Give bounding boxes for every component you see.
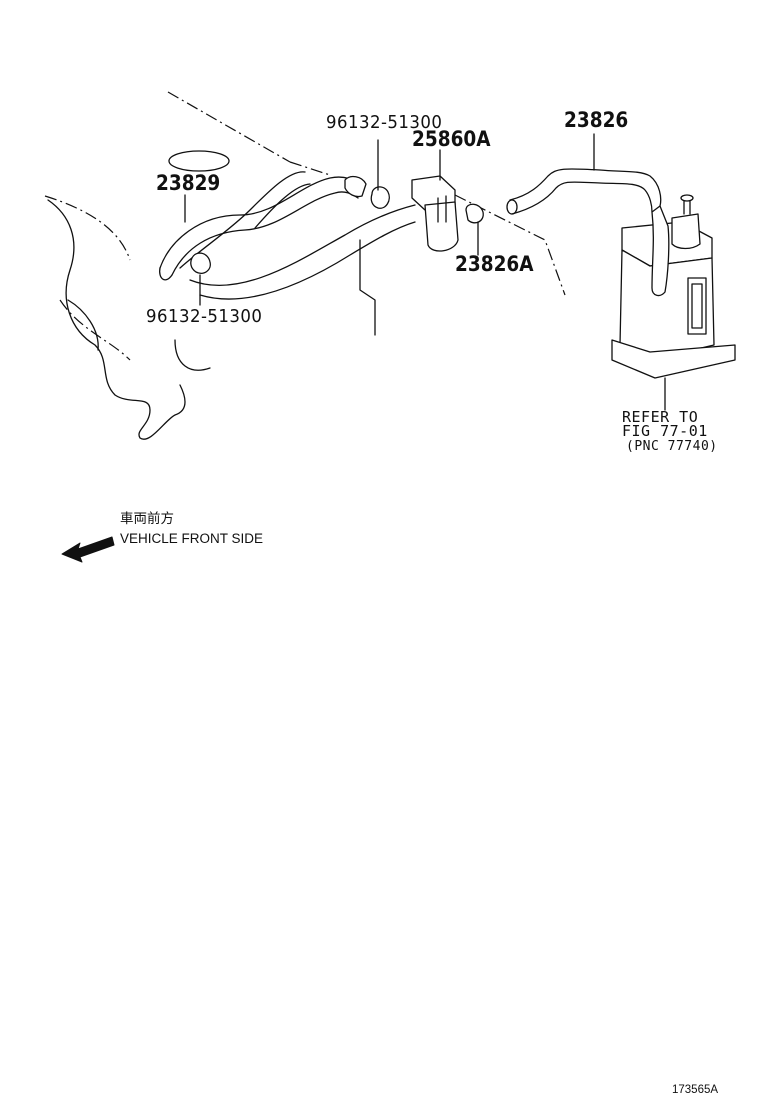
clamp-upper-shape [370,186,390,209]
engine-outline-lower [59,299,131,361]
label-hose-23826: 23826 [564,108,629,132]
canister-valve-cap [680,194,694,202]
valve-clamp [465,203,484,224]
hose-to-valve-lower [199,221,416,300]
canister-valve [671,213,701,250]
hose-23826-top [509,168,662,207]
engine-block-inner [67,299,99,351]
label-hose-23829: 23829 [156,171,221,195]
hose-23829-end [159,267,173,281]
reference-line-3: (PNC 77740) [626,439,718,454]
label-valve-25860A: 25860A [412,127,491,151]
canister-port-hose [651,205,670,297]
direction-english: VEHICLE FRONT SIDE [120,531,264,546]
label-clamp-lower: 96132-51300 [146,306,263,327]
arrow-left-icon [61,536,115,563]
hose-loop-a [179,171,306,269]
direction-japanese: 車両前方 [120,511,174,526]
hose-23829-inner [171,191,359,276]
hose-23826-bottom [511,181,653,215]
body-edge-right [454,194,566,296]
valve-body [424,201,459,252]
clamp-lower-shape [190,252,211,274]
canister-window [687,277,707,335]
hose-stub [344,175,367,198]
ring-top [168,150,230,172]
hose-loop-b [254,183,311,229]
valve-nozzle [437,195,447,223]
reference-line-1: REFER TO [622,408,699,426]
body-outline [289,161,331,176]
hose-23826-end [506,199,518,215]
canister-window-inner [691,283,703,329]
engine-block [47,199,186,440]
reference-line-2: FIG 77-01 [622,422,708,440]
figure-id: 173565A [672,1084,719,1096]
hose-to-valve [189,204,416,286]
label-hose-23826A: 23826A [455,252,534,276]
canister-base [611,339,736,379]
engine-outline [167,91,291,163]
label-clamp-upper: 96132-51300 [326,112,443,133]
body-panel [359,239,376,336]
engine-outline-left [44,195,131,261]
manifold-curve [174,339,211,371]
